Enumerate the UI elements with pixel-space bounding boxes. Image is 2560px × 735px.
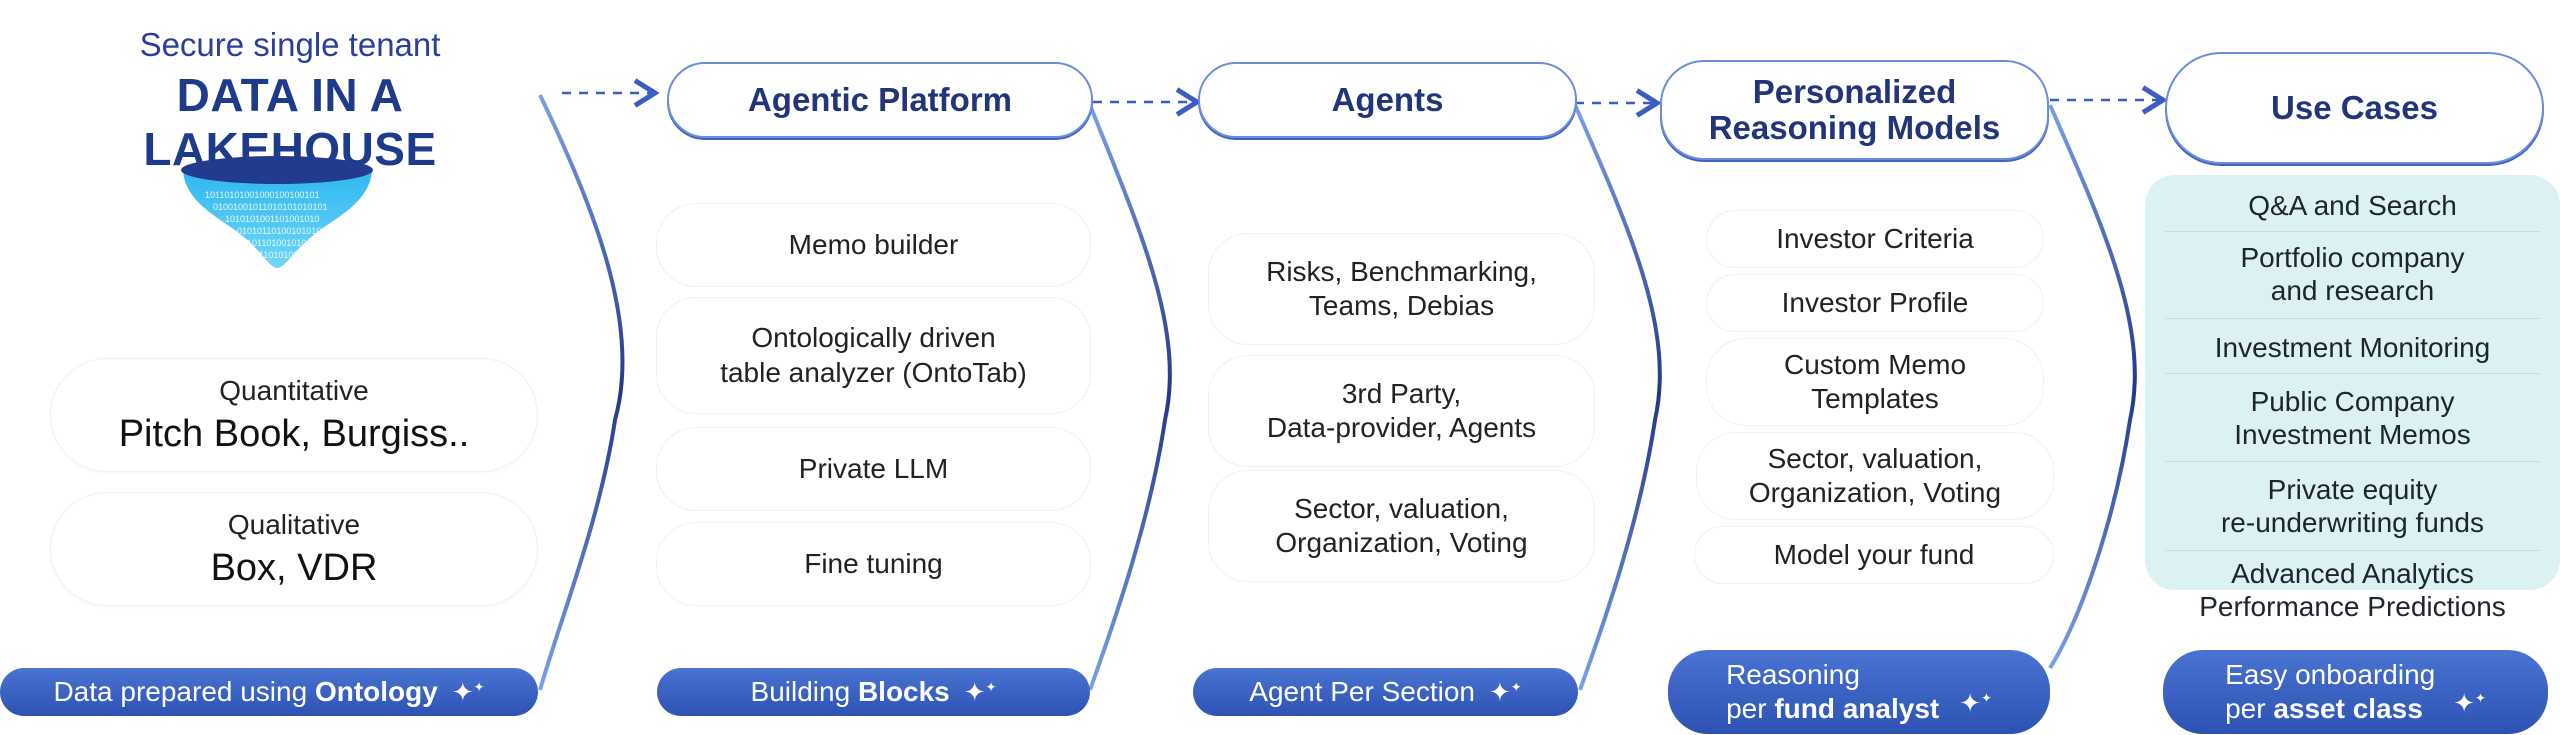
header-reasoning-models: Personalized Reasoning Models [1660,60,2049,160]
bottom-agent-label: Agent Per Section [1249,676,1475,707]
platform-item-3: Fine tuning [656,522,1091,606]
svg-text:01010110100101010: 01010110100101010 [237,226,321,236]
bottom-reasoning-label: Reasoning per fund analyst [1726,659,1940,724]
agents-item-2: Sector, valuation, Organization, Voting [1208,470,1595,582]
bracket-curve-2 [1088,104,1172,691]
agents-item-0: Risks, Benchmarking, Teams, Debias [1208,233,1595,345]
quantitative-source: Quantitative Pitch Book, Burgiss.. [50,358,538,472]
platform-item-0: Memo builder [656,203,1091,287]
reasoning-item-2: Custom Memo Templates [1706,338,2044,426]
sparkle-icon: ✦✦ [963,676,997,707]
sparkle-icon: ✦✦ [2453,687,2486,718]
source-subtitle: Secure single tenant [139,26,441,63]
svg-text:01001001011010101010101: 01001001011010101010101 [213,202,327,212]
use-case-divider [2165,373,2540,374]
bottom-pill-agent-per-section: Agent Per Section ✦✦ [1193,668,1578,716]
qualitative-value: Box, VDR [210,546,378,589]
quantitative-caption: Quantitative [219,374,369,406]
reasoning-item-4: Model your fund [1694,526,2054,584]
bottom-pill-ontology: Data prepared using Ontology ✦✦ [0,668,538,716]
use-case-3: Public Company Investment Memos [2234,385,2471,450]
platform-item-1: Ontologically driven table analyzer (Ont… [656,297,1091,414]
bracket-curve-4 [2048,104,2137,670]
header-agentic-platform: Agentic Platform [667,62,1093,138]
use-case-0: Q&A and Search [2248,190,2457,222]
qualitative-source: Qualitative Box, VDR [50,492,538,606]
bracket-curve-1 [538,94,625,691]
platform-item-2: Private LLM [656,427,1091,511]
reasoning-item-3: Sector, valuation, Organization, Voting [1696,432,2054,520]
sparkle-icon: ✦✦ [1959,687,1992,718]
bottom-pill-reasoning: Reasoning per fund analyst ✦✦ [1668,650,2050,734]
svg-text:1011010010101: 1011010010101 [247,238,311,248]
bottom-onboarding-label: Easy onboarding per asset class [2225,659,2436,724]
use-case-divider [2165,318,2540,319]
svg-text:110101001: 110101001 [259,250,303,260]
use-case-divider [2165,461,2540,462]
header-use-cases: Use Cases [2165,52,2544,164]
agents-item-1: 3rd Party, Data-provider, Agents [1208,355,1595,467]
use-cases-panel [2145,175,2560,590]
bottom-ontology-label: Data prepared using Ontology [53,676,438,707]
bracket-curve-3 [1573,104,1662,691]
sparkle-icon: ✦✦ [451,676,485,707]
header-reasoning-line2: Reasoning Models [1708,109,2001,146]
bottom-pill-building-blocks: Building Blocks ✦✦ [657,668,1090,716]
use-case-2: Investment Monitoring [2214,332,2491,364]
quantitative-value: Pitch Book, Burgiss.. [118,412,470,455]
reasoning-item-1: Investor Profile [1706,274,2044,332]
use-case-divider [2165,550,2540,551]
use-case-1: Portfolio company and research [2240,241,2465,306]
use-case-4: Private equity re-underwriting funds [2220,473,2485,538]
bottom-pill-onboarding: Easy onboarding per asset class ✦✦ [2163,650,2548,734]
sparkle-icon: ✦✦ [1489,676,1522,707]
qualitative-caption: Qualitative [227,508,361,540]
reasoning-item-0: Investor Criteria [1706,210,2044,268]
data-funnel-icon: 10110101001000100100101 0100100101101010… [181,156,373,268]
header-agents: Agents [1198,62,1577,138]
bottom-blocks-label: Building Blocks [750,676,950,707]
use-case-divider [2165,231,2540,232]
header-reasoning-line1: Personalized [1752,72,1957,110]
svg-text:1010101001101001010: 1010101001101001010 [225,214,319,224]
use-case-5: Advanced Analytics Performance Predictio… [2199,557,2506,622]
svg-text:10110101001000100100101: 10110101001000100100101 [205,190,319,200]
